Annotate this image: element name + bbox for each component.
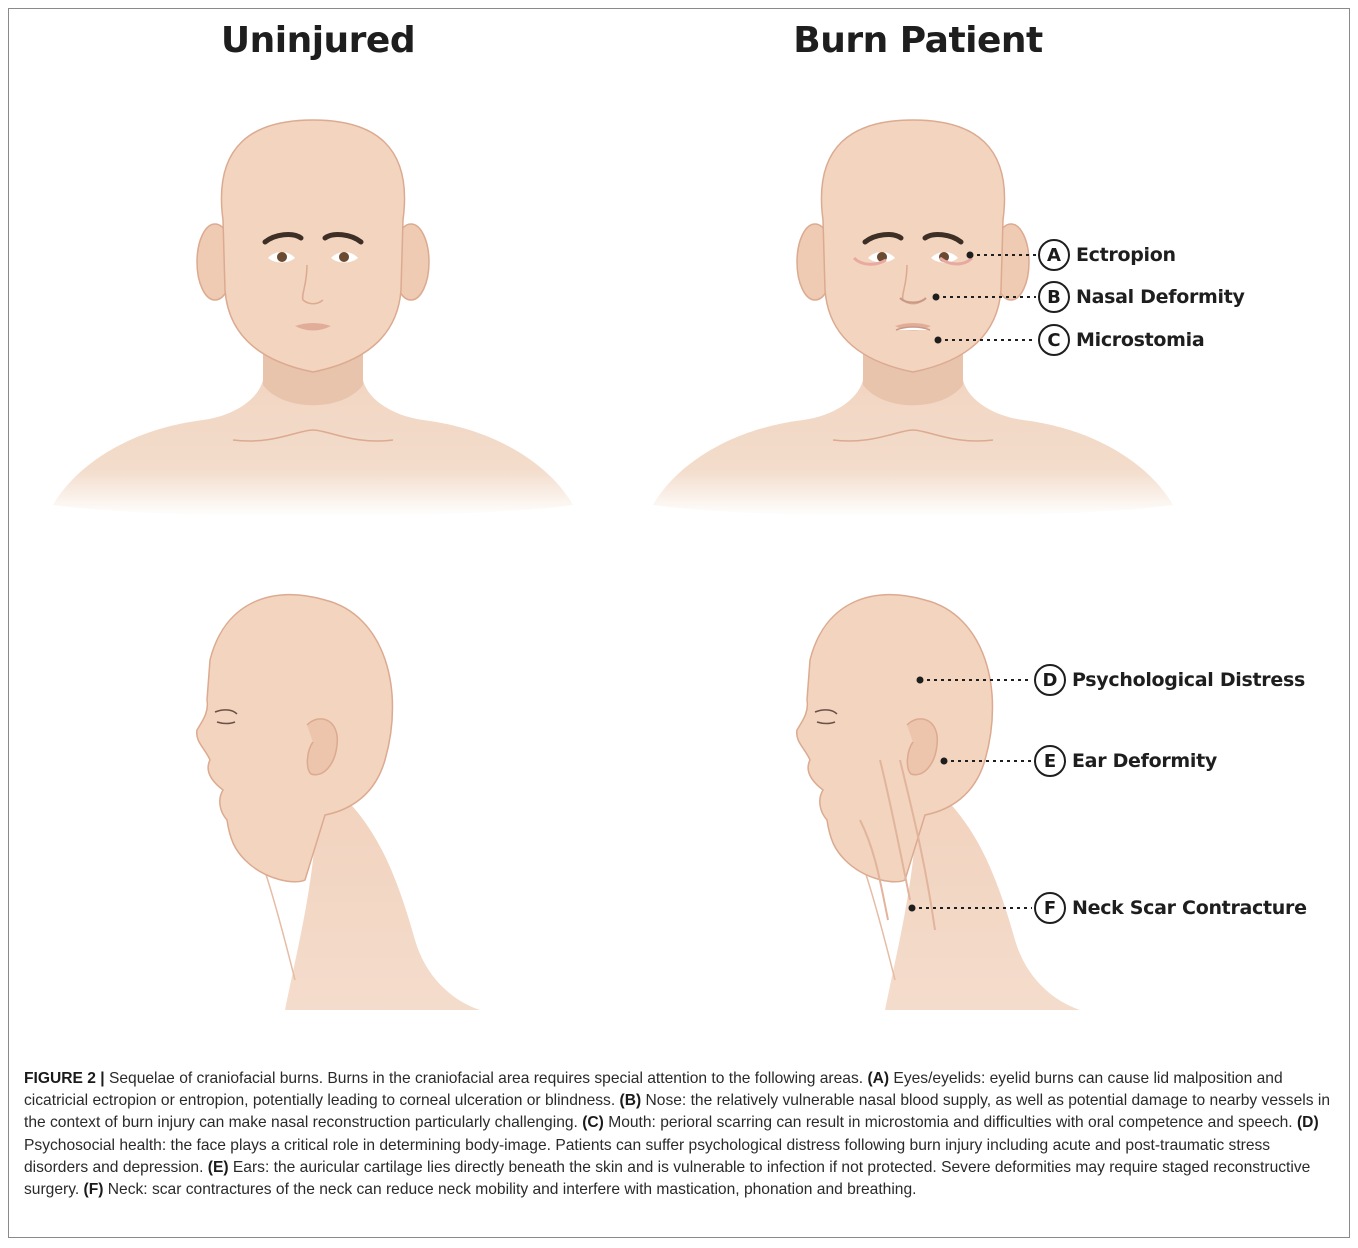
caption-key-b: (B)	[620, 1092, 642, 1109]
caption-key-e: (E)	[208, 1159, 229, 1176]
caption-key-d: (D)	[1297, 1114, 1319, 1131]
callout-b: B Nasal Deformity	[1038, 279, 1245, 315]
caption-key-f: (F)	[84, 1181, 104, 1198]
callout-f-text: Neck Scar Contracture	[1072, 897, 1307, 919]
caption-text-c: Mouth: perioral scarring can result in m…	[604, 1114, 1297, 1131]
callout-d-letter: D	[1034, 664, 1066, 696]
head-profile-uninjured	[197, 595, 480, 1010]
caption-intro: Sequelae of craniofacial burns. Burns in…	[105, 1070, 868, 1087]
callout-b-text: Nasal Deformity	[1076, 286, 1245, 308]
caption-key-a: (A)	[867, 1070, 889, 1087]
callout-f-letter: F	[1034, 892, 1066, 924]
callout-b-letter: B	[1038, 281, 1070, 313]
head-front-uninjured	[53, 120, 573, 516]
figure-caption: FIGURE 2 | Sequelae of craniofacial burn…	[24, 1068, 1334, 1201]
callout-d: D Psychological Distress	[1034, 662, 1305, 698]
callout-c-text: Microstomia	[1076, 329, 1204, 351]
callout-f: F Neck Scar Contracture	[1034, 890, 1307, 926]
callout-c: C Microstomia	[1038, 322, 1204, 358]
head-front-burn	[653, 120, 1173, 516]
callout-c-letter: C	[1038, 324, 1070, 356]
callout-a-text: Ectropion	[1076, 244, 1176, 266]
callout-e-text: Ear Deformity	[1072, 750, 1217, 772]
caption-key-c: (C)	[582, 1114, 604, 1131]
callout-e: E Ear Deformity	[1034, 743, 1217, 779]
figure-label: FIGURE 2 |	[24, 1070, 105, 1087]
head-profile-burn	[797, 595, 1080, 1010]
caption-text-f: Neck: scar contractures of the neck can …	[103, 1181, 916, 1198]
callout-a: A Ectropion	[1038, 237, 1176, 273]
callout-a-letter: A	[1038, 239, 1070, 271]
callout-d-text: Psychological Distress	[1072, 669, 1305, 691]
callout-e-letter: E	[1034, 745, 1066, 777]
